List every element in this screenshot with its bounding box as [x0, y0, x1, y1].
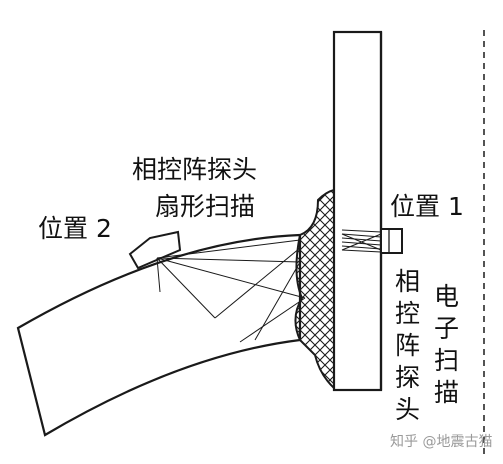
sector-probe-wedge: [128, 230, 182, 270]
label-sector-probe-line1: 相控阵探头: [132, 155, 257, 184]
label-position-1: 位置 1: [390, 192, 464, 221]
weld-hatched-region: [294, 188, 335, 391]
vertical-probe-char: 探: [395, 363, 420, 392]
vertical-probe-char: 头: [395, 395, 420, 424]
watermark: 知乎 @地震古猫: [390, 433, 492, 450]
electronic-scan-char: 扫: [434, 346, 459, 375]
sector-scan-beams: [156, 239, 306, 343]
electronic-scan-char: 描: [434, 378, 459, 407]
vertical-plate: [332, 30, 383, 392]
vertical-probe-char: 控: [395, 299, 420, 328]
vertical-probe-char: 阵: [395, 331, 420, 360]
label-sector-probe-line2: 扇形扫描: [155, 192, 255, 221]
electronic-scan-char: 子: [434, 314, 459, 343]
label-position-2: 位置 2: [38, 214, 112, 243]
label-vertical-probe: 相 控 阵 探 头: [395, 267, 420, 424]
vertical-probe-char: 相: [395, 267, 420, 296]
electronic-probe: [380, 228, 403, 254]
electronic-scan-char: 电: [434, 282, 459, 311]
electronic-scan-beams: [341, 229, 382, 253]
label-electronic-scan: 电 子 扫 描: [434, 282, 459, 407]
